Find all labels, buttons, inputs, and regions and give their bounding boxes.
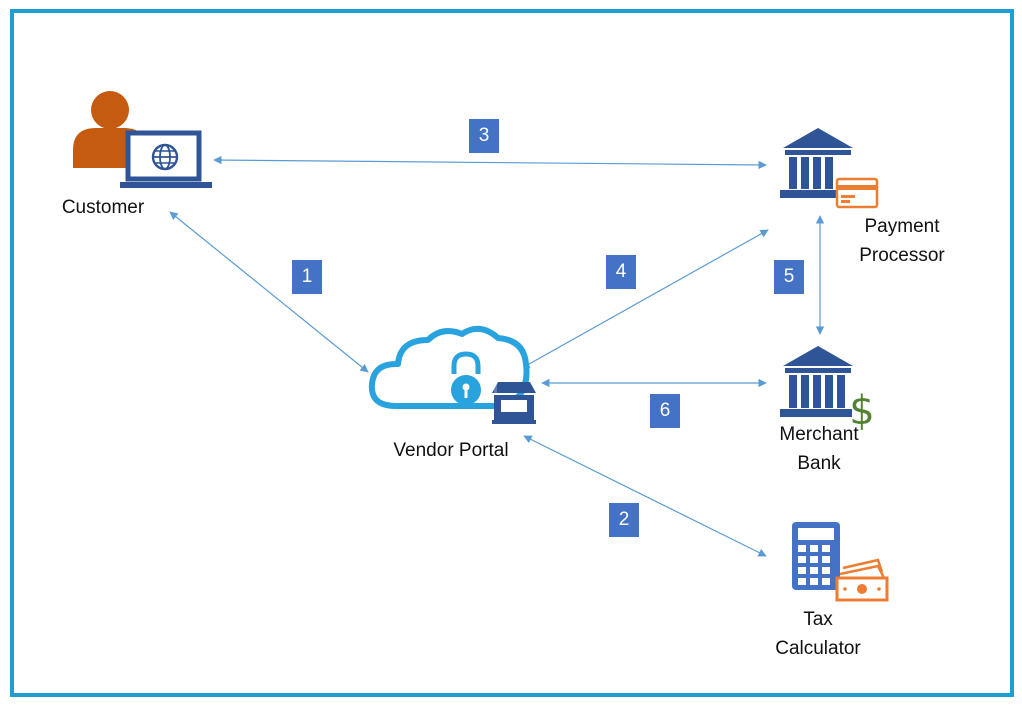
cloud-lock-icon <box>368 325 530 409</box>
payment-processor-label-line1: Payment <box>864 216 940 237</box>
credit-card-icon <box>835 177 879 209</box>
arrow-customer-vendor <box>169 211 369 373</box>
customer-label: Customer <box>61 197 145 218</box>
calculator-icon <box>792 522 840 590</box>
arrow-customer-payment <box>213 155 767 170</box>
step-badge-6: 6 <box>650 394 680 428</box>
bank-icon <box>780 128 853 198</box>
cash-icon <box>835 558 889 602</box>
tax-calculator-label: Tax Calculator <box>760 605 876 663</box>
step-badge-3: 3 <box>469 119 499 153</box>
step-badge-4: 4 <box>606 255 636 289</box>
bank-icon <box>780 346 853 417</box>
svg-text:$: $ <box>849 388 874 434</box>
storefront-icon <box>492 382 536 424</box>
dollar-sign-icon: $ <box>849 388 874 434</box>
arrow-vendor-tax <box>523 435 767 557</box>
payment-processor-label-line2: Processor <box>859 245 945 266</box>
step-badge-2: 2 <box>609 503 639 537</box>
vendor-portal-label: Vendor Portal <box>393 440 509 461</box>
step-badge-5: 5 <box>774 260 804 294</box>
laptop-globe-icon <box>120 130 212 188</box>
payment-processor-label: Payment Processor <box>848 212 956 270</box>
merchant-bank-label-line2: Bank <box>797 453 841 474</box>
arrow-vendor-payment <box>521 229 769 369</box>
tax-calculator-label-line2: Calculator <box>775 638 861 659</box>
merchant-bank-label: Merchant Bank <box>764 420 874 478</box>
tax-calculator-label-line1: Tax <box>803 609 833 630</box>
step-badge-1: 1 <box>292 260 322 294</box>
connectors <box>169 155 825 557</box>
merchant-bank-label-line1: Merchant <box>779 424 859 445</box>
